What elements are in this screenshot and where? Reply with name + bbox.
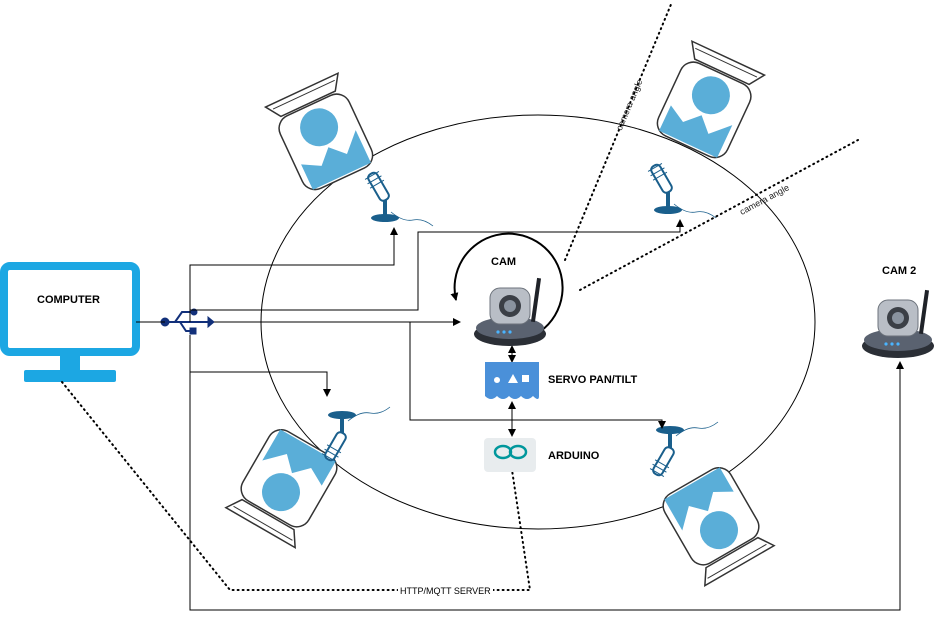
- camera-angle-lines: [61, 1, 859, 591]
- cam2-label: CAM 2: [882, 265, 917, 277]
- servo-block-icon: [485, 362, 539, 399]
- computer-label: COMPUTER: [37, 294, 100, 306]
- server-label: HTTP/MQTT SERVER: [398, 586, 493, 596]
- person-top-right-icon: [650, 40, 766, 164]
- rotation-arrow: [450, 232, 564, 341]
- monitor-icon: [0, 262, 140, 382]
- person-bottom-left-icon: [225, 422, 345, 549]
- microphone-bottom-left-icon: [321, 406, 391, 463]
- usb-icon: [160, 308, 215, 335]
- cam2-ip-camera-icon: [861, 289, 935, 359]
- microphone-top-left-icon: [364, 170, 434, 227]
- microphone-bottom-right-icon: [649, 421, 719, 478]
- person-bottom-right-icon: [655, 460, 775, 587]
- cam-label: CAM: [491, 256, 517, 268]
- person-top-left-icon: [264, 72, 380, 196]
- arduino-logo-icon: [484, 438, 536, 472]
- microphone-top-right-icon: [647, 162, 717, 219]
- connection-lines: [136, 219, 904, 611]
- arduino-label: ARDUINO: [548, 450, 600, 462]
- servo-label: SERVO PAN/TILT: [548, 374, 638, 386]
- cam-ip-camera-icon: [473, 277, 547, 347]
